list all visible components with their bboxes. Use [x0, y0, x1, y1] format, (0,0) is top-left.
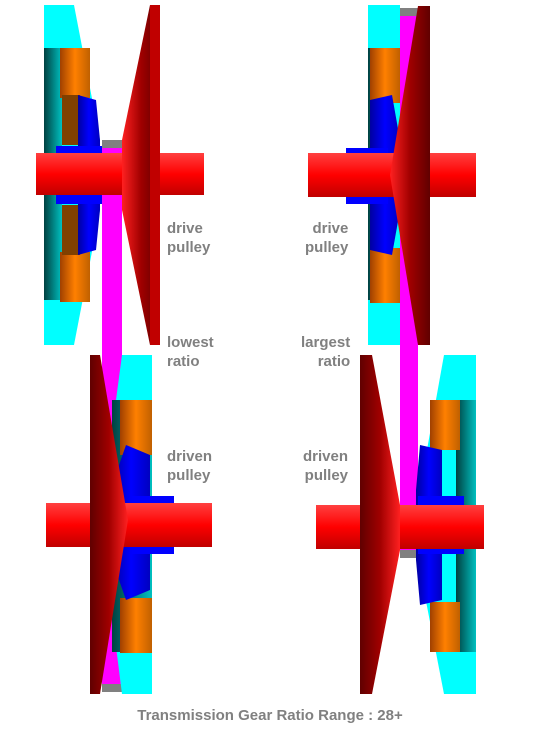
drive-shaft	[36, 153, 204, 195]
spring-bottom	[430, 602, 460, 652]
spring-bottom	[120, 598, 152, 653]
fixed-sheave	[360, 355, 400, 694]
left-drive-pulley	[36, 5, 204, 380]
spring-top	[370, 48, 400, 103]
fixed-sheave	[390, 6, 430, 345]
spring-mid-bottom	[62, 205, 80, 255]
spring-bottom	[370, 248, 400, 303]
left-ratio-label: lowest ratio	[167, 334, 214, 370]
left-driven-pulley	[46, 355, 212, 694]
fixed-sheave-face	[150, 5, 160, 345]
driven-shaft	[46, 503, 212, 547]
right-drive-label: drive pulley	[305, 220, 349, 256]
spring-top	[120, 400, 152, 455]
spring-top	[430, 400, 460, 450]
right-driven-label: driven pulley	[303, 448, 349, 484]
belt-shoe	[400, 8, 420, 16]
belt-segment	[400, 345, 418, 555]
belt-shoe	[102, 684, 122, 692]
diagram-caption: Transmission Gear Ratio Range : 28+	[137, 707, 403, 724]
right-driven-pulley	[316, 345, 484, 694]
belt-shoe	[400, 550, 418, 558]
spring-top	[60, 48, 90, 98]
fixed-sheave	[90, 355, 128, 694]
right-drive-pulley	[308, 5, 476, 345]
belt-shoe	[102, 140, 122, 148]
left-drive-label: drive pulley	[167, 220, 211, 256]
spring-mid-top	[62, 95, 80, 145]
spring-bottom	[60, 252, 90, 302]
belt-segment	[102, 140, 122, 380]
left-driven-label: driven pulley	[167, 448, 213, 484]
right-ratio-label: largest ratio	[301, 334, 351, 370]
